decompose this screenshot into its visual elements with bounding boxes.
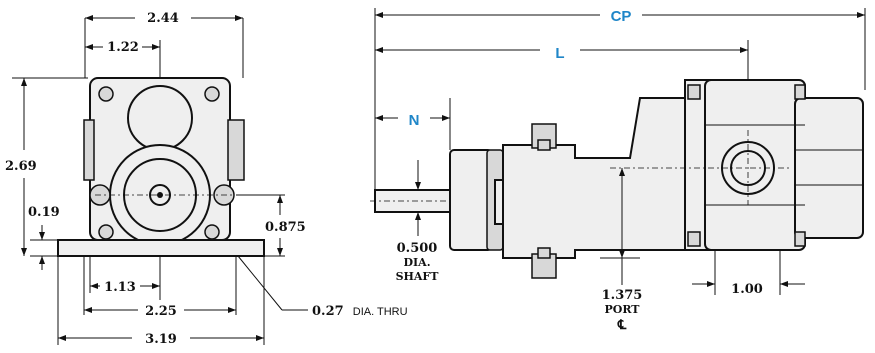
dim-1-00: 1.00 (731, 282, 763, 297)
shaft-dia-line2: DIA. (403, 256, 430, 269)
port-line2: PORT (605, 303, 641, 316)
dim-0-19: 0.19 (28, 205, 60, 220)
dim-l-label: L (555, 45, 564, 62)
dim-cp-label: CP (611, 8, 632, 25)
dim-0-875: 0.875 (265, 220, 306, 235)
port-value: 1.375 (602, 288, 643, 303)
base-plate (57, 239, 265, 257)
front-side-lug (227, 119, 245, 181)
bolt-icon (98, 86, 114, 102)
upper-gear-boss (127, 85, 193, 151)
pump-cover (794, 97, 864, 239)
dim-2-69: 2.69 (5, 159, 37, 174)
hole-note: 0.27 DIA. THRU (312, 300, 408, 319)
coupling-housing (502, 97, 691, 259)
dim-2-44: 2.44 (147, 11, 179, 26)
shaft-dia-value: 0.500 (397, 241, 438, 256)
dim-n-label: N (409, 112, 420, 129)
dim-3-19: 3.19 (145, 332, 177, 347)
dim-1-13: 1.13 (104, 280, 136, 295)
bolt-icon (98, 224, 114, 240)
side-view: CP L N (370, 8, 866, 333)
shaft-dia-line3: SHAFT (396, 270, 440, 283)
dim-2-25: 2.25 (145, 304, 177, 319)
dim-1-22: 1.22 (107, 40, 139, 55)
port-line3: ℄ (617, 318, 627, 333)
bolt-icon (204, 86, 220, 102)
front-view: 2.44 1.22 2.69 (5, 11, 408, 347)
mounting-flange (449, 149, 493, 251)
bolt-icon (204, 224, 220, 240)
